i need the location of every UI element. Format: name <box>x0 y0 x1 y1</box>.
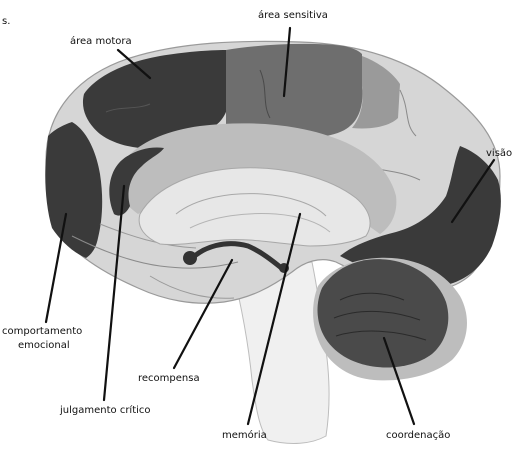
label-vision: visão <box>486 148 512 159</box>
reward-node <box>183 251 197 265</box>
label-emotional-line1: comportamento <box>2 326 82 337</box>
label-sensory-area: área sensitiva <box>258 9 328 21</box>
label-motor-area: área motora <box>70 35 132 47</box>
label-emotional-line2: emocional <box>18 340 70 351</box>
label-coordination: coordenação <box>386 430 450 441</box>
label-critical-judgment: julgamento crítico <box>59 404 151 416</box>
label-reward: recompensa <box>138 373 200 384</box>
label-memory: memória <box>222 429 267 441</box>
caption-fragment: s. <box>2 16 10 27</box>
